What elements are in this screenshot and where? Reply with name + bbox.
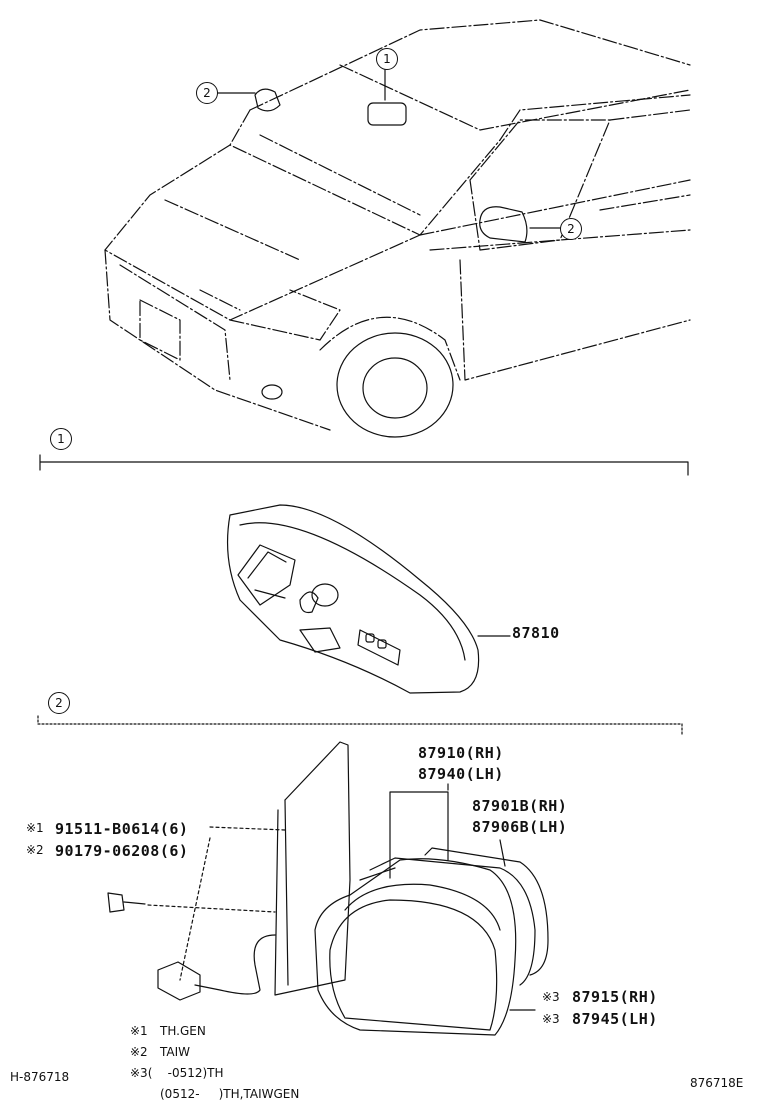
note-3-line-1: ※3( -0512)TH bbox=[130, 1066, 224, 1080]
diagram-id-right: 876718E bbox=[690, 1076, 744, 1090]
diagram-id-left: H-876718 bbox=[10, 1070, 70, 1084]
vehicle-illustration bbox=[104, 19, 691, 431]
callout-2-vehicle-right: 2 bbox=[560, 218, 582, 240]
outer-mirror-assembly bbox=[107, 741, 549, 1036]
part-number-mirror-glass-rh[interactable]: 87915(RH) bbox=[572, 988, 658, 1006]
part-number-screw-2[interactable]: 90179-06208(6) bbox=[55, 842, 189, 860]
callout-2-vehicle-left: 2 bbox=[196, 82, 218, 104]
section-1-divider bbox=[39, 454, 689, 476]
note-2-mark: ※2 bbox=[130, 1045, 148, 1059]
part-number-outer-mirror-lh[interactable]: 87940(LH) bbox=[418, 765, 504, 783]
inner-rear-view-mirror bbox=[226, 504, 511, 694]
inner-mirror-thumbnail bbox=[367, 102, 407, 126]
section-1-marker: 1 bbox=[50, 428, 72, 450]
note-3-line-2: (0512- )TH,TAIWGEN bbox=[160, 1087, 300, 1101]
section-2-marker: 2 bbox=[48, 692, 70, 714]
screw-1-mark: ※1 bbox=[26, 821, 44, 835]
note-1-mark: ※1 bbox=[130, 1024, 148, 1038]
part-number-screw-1[interactable]: 91511-B0614(6) bbox=[55, 820, 189, 838]
mirror-glass-rh-mark: ※3 bbox=[542, 990, 560, 1004]
part-number-cover-rh[interactable]: 87901B(RH) bbox=[472, 797, 568, 815]
screw-2-mark: ※2 bbox=[26, 843, 44, 857]
outer-mirror-thumbnail bbox=[479, 206, 528, 243]
note-2: TAIW bbox=[160, 1045, 191, 1059]
note-1: TH.GEN bbox=[160, 1024, 206, 1038]
section-2-divider bbox=[37, 715, 683, 735]
part-number-inner-mirror[interactable]: 87810 bbox=[512, 624, 560, 642]
callout-1-vehicle: 1 bbox=[376, 48, 398, 70]
part-number-mirror-glass-lh[interactable]: 87945(LH) bbox=[572, 1010, 658, 1028]
mirror-glass-lh-mark: ※3 bbox=[542, 1012, 560, 1026]
front-wheel bbox=[336, 332, 454, 438]
part-number-cover-lh[interactable]: 87906B(LH) bbox=[472, 818, 568, 836]
part-number-outer-mirror-rh[interactable]: 87910(RH) bbox=[418, 744, 504, 762]
